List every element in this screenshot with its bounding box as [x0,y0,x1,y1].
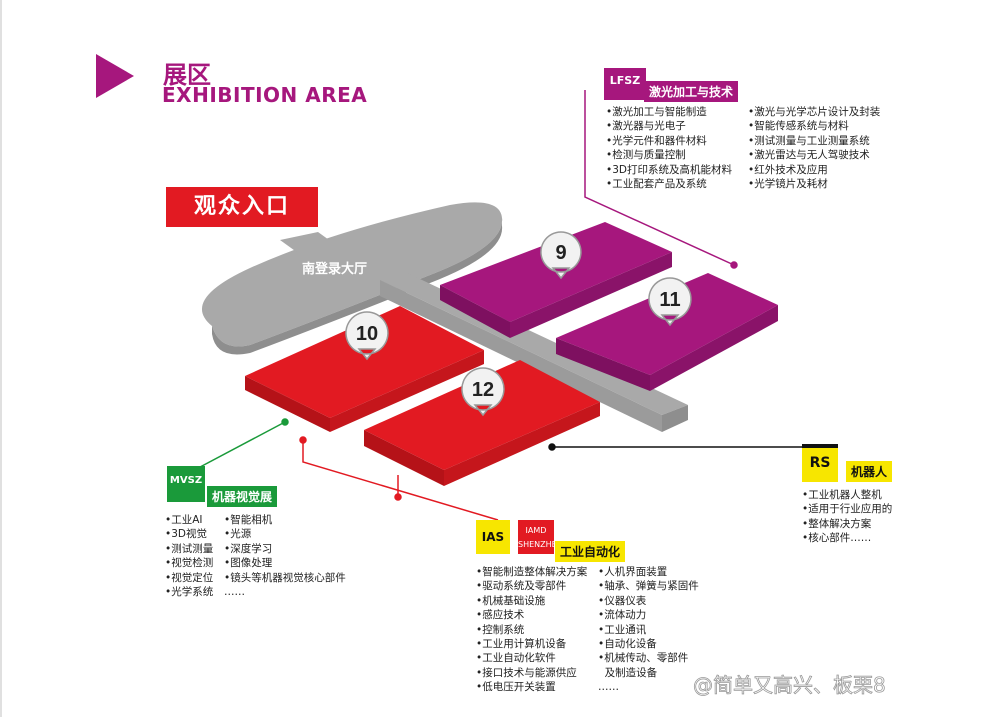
lfsz-logo: LFSZ [604,68,646,100]
list-item: •工业配套产品及系统 [606,178,707,191]
page-title-cn: 展区 [163,61,211,89]
list-item: •激光与光学芯片设计及封装 [748,106,881,118]
robot-connector [548,443,802,451]
list-item: •工业用计算机设备 [476,638,567,651]
laser-connector [584,90,738,269]
list-item: …… [224,586,245,599]
list-item: •智能制造整体解决方案 [476,566,588,578]
list-item: •工业机器人整机 [802,489,882,501]
list-item: •适用于行业应用的 [802,503,893,516]
list-item: •光学元件和器件材料 [606,134,707,147]
iamd-logo: IAMD SHENZHEN [518,520,563,554]
list-item: •智能传感系统与材料 [748,120,849,133]
robot-list: •工业机器人整机 •适用于行业应用的 •整体解决方案 •核心部件…… [802,488,892,546]
automation-connector [299,436,499,521]
list-item: •工业AI [165,514,203,526]
south-lobby-label: 南登录大厅 [302,262,368,277]
list-item: •感应技术 [476,609,525,622]
list-item: •光源 [224,528,252,541]
list-item: •测试测量与工业测量系统 [748,134,870,147]
vision-list-2: •智能相机 •光源 •深度学习 •图像处理 •镜头等机器视觉核心部件 …… [224,513,346,599]
list-item: •核心部件…… [802,532,872,545]
watermark: @简单又高兴、板栗8 [693,673,886,697]
automation-list-1: •智能制造整体解决方案 •驱动系统及零部件 •机械基础设施 •感应技术 •控制系… [476,565,587,695]
mvsz-logo: MVSZ [167,466,205,502]
list-item: •镜头等机器视觉核心部件 [224,571,346,584]
list-item: 及制造设备 [598,666,658,679]
list-item: •激光雷达与无人驾驶技术 [748,149,870,162]
list-item: •3D打印系统及高机能材料 [606,163,732,176]
list-item: •自动化设备 [598,638,657,651]
list-item: •控制系统 [476,623,525,636]
list-item: •轴承、弹簧与紧固件 [598,580,699,593]
list-item: •检测与质量控制 [606,149,686,162]
hall-label-12: 12 [472,379,494,401]
list-item: •机械传动、零部件 [598,652,689,665]
robot-tag: 机器人 [846,461,893,482]
hall-marker-10[interactable]: 10 [345,311,389,361]
page-edge [0,0,2,717]
hall-label-9: 9 [555,242,566,264]
hall-10[interactable] [245,306,484,432]
hall-marker-11[interactable]: 11 [648,277,692,327]
list-item: •图像处理 [224,557,273,570]
vision-list-1: •工业AI •3D视觉 •测试测量 •视觉检测 •视觉定位 •光学系统 [165,513,213,599]
hall-marker-9[interactable]: 9 [540,231,582,280]
laser-list-1: •激光加工与智能制造 •激光器与光电子 •光学元件和器件材料 •检测与质量控制 … [606,105,732,191]
hall-12[interactable] [364,360,600,486]
list-item: •人机界面装置 [598,566,668,578]
rs-logo: RS [802,444,838,482]
list-item: •机械基础设施 [476,594,546,607]
list-item: •深度学习 [224,542,273,555]
page-title-en: EXHIBITION AREA [162,83,368,107]
list-item: •低电压开关装置 [476,681,556,694]
title-arrow-icon [96,54,134,98]
hall-11[interactable] [556,273,778,391]
list-item: •工业自动化软件 [476,652,556,665]
laser-tag: 激光加工与技术 [644,81,739,102]
hall-marker-12[interactable]: 12 [461,367,505,417]
audience-entrance[interactable]: 观众入口 [166,187,318,227]
list-item: •接口技术与能源供应 [476,666,577,679]
list-item: •视觉检测 [165,557,214,570]
list-item: •仪器仪表 [598,594,647,607]
laser-list-2: •激光与光学芯片设计及封装 •智能传感系统与材料 •测试测量与工业测量系统 •激… [748,105,880,191]
list-item: •整体解决方案 [802,517,872,530]
south-lobby[interactable] [201,202,503,355]
list-item: •光学系统 [165,586,214,599]
list-item: •激光器与光电子 [606,120,686,133]
automation-tag: 工业自动化 [555,541,626,562]
ias-logo: IAS [476,520,510,554]
list-item: •光学镜片及耗材 [748,178,828,191]
list-item: •激光加工与智能制造 [606,106,707,118]
vision-tag: 机器视觉展 [207,486,278,507]
list-item: •智能相机 [224,514,273,526]
list-item: •流体动力 [598,609,647,622]
list-item: •视觉定位 [165,571,214,584]
hall-label-11: 11 [659,289,680,311]
list-item: …… [598,681,619,694]
list-item: •测试测量 [165,542,214,555]
list-item: •驱动系统及零部件 [476,580,567,593]
list-item: •红外技术及应用 [748,163,828,176]
list-item: •工业通讯 [598,623,647,636]
list-item: •3D视觉 [165,528,207,541]
hall-label-10: 10 [356,323,378,345]
automation-list-2: •人机界面装置 •轴承、弹簧与紧固件 •仪器仪表 •流体动力 •工业通讯 •自动… [598,565,699,695]
